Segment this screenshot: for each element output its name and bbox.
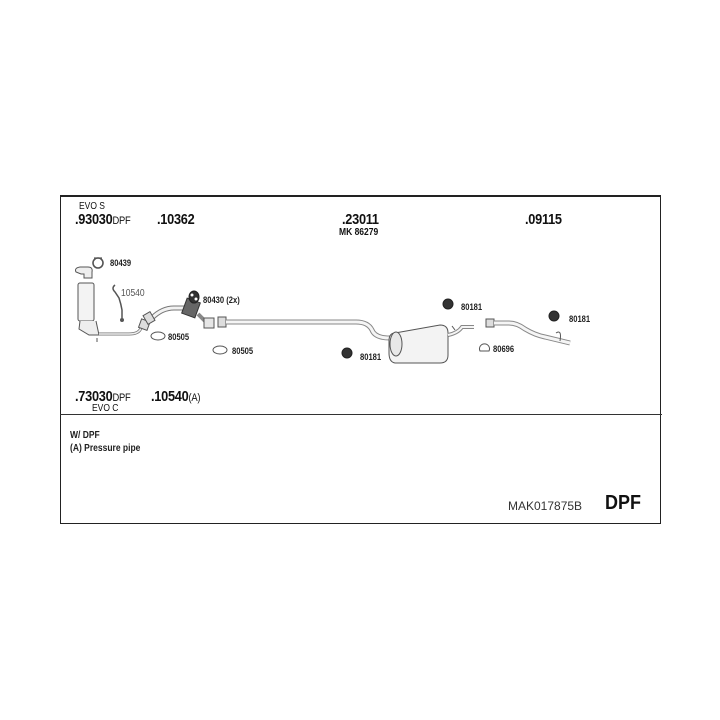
label-80181-b: 80181 [360,352,382,363]
note-pressure-pipe: (A) Pressure pipe [70,443,141,454]
kit-type-badge: DPF [605,492,641,514]
middle-pipe-23011-icon [217,316,398,341]
diagram-frame [60,195,661,524]
part-number-text: .73030 [75,388,113,405]
gasket-80505-icon [150,331,166,341]
variant-label-evo-c: EVO C [92,403,119,414]
part-sub-mk86279: MK 86279 [339,227,379,238]
part-suffix: DPF [112,392,131,404]
part-number-text: .93030 [75,211,113,228]
label-10540: 10540 [121,288,145,299]
gasket-80505-icon [212,345,228,355]
tail-pipe-09115-icon [485,318,571,346]
part-number-10540: .10540(A) [151,388,200,405]
label-80181-c: 80181 [569,314,591,325]
part-number-93030: .93030DPF [75,211,131,228]
kit-code: MAK017875B [508,499,583,513]
variant-label-evo-s: EVO S [79,201,105,212]
note-with-dpf: W/ DPF [70,430,100,441]
mount-80181-icon [341,298,560,359]
part-number-10362: .10362 [157,211,195,228]
clamp-80439-icon [92,257,104,269]
part-number-09115: .09115 [525,211,562,228]
part-number-23011: .23011 [342,211,379,228]
part-number-73030: .73030DPF [75,388,131,405]
clamp-80696-icon [479,343,490,352]
mount-80430-icon [188,290,200,304]
label-80430: 80430 (2x) [203,295,240,306]
label-80181-a: 80181 [461,302,483,313]
part-number-text: .10540 [151,388,189,405]
part-suffix: (A) [188,392,201,404]
dpf-filter-icon [75,266,151,342]
front-pipe-10362-icon [142,297,215,329]
label-80505-a: 80505 [168,332,190,343]
label-80439: 80439 [110,258,132,269]
pressure-pipe-10540-icon [112,284,124,322]
label-80696: 80696 [493,344,515,355]
silencer-23011-icon [388,324,474,364]
label-80505-b: 80505 [232,346,254,357]
part-suffix: DPF [112,215,131,227]
section-divider [60,414,662,415]
